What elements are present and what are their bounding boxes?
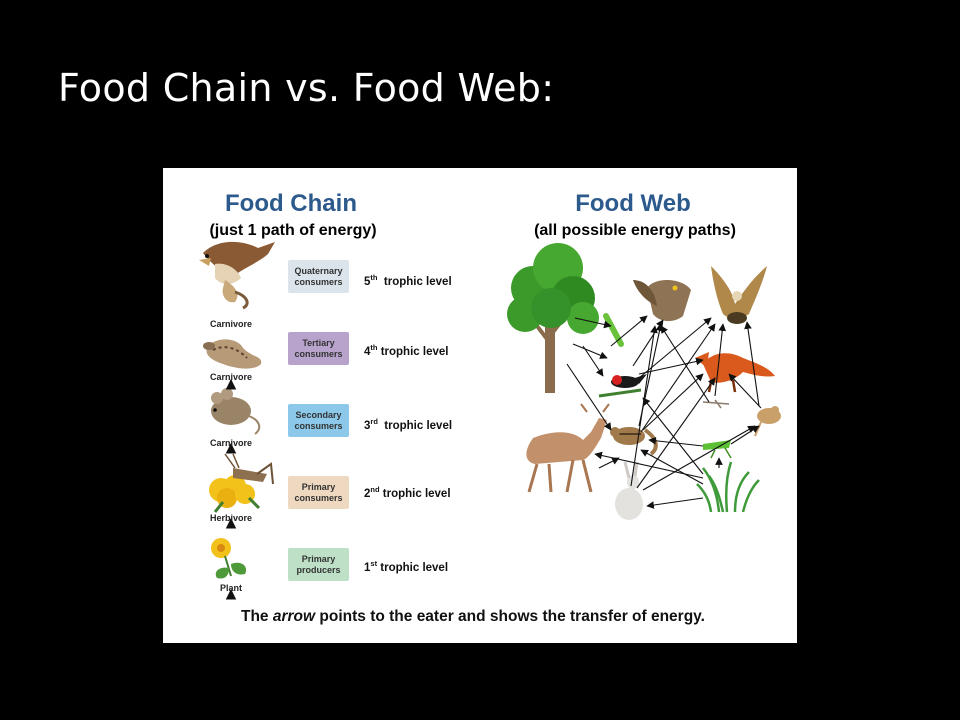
trophic-level-5: 5th trophic level <box>364 273 452 288</box>
trophic-level-3: 3rd trophic level <box>364 417 453 432</box>
web-title: Food Web <box>575 190 691 217</box>
hawk-illustration <box>199 241 275 310</box>
owl-illustration <box>633 279 691 322</box>
web-arrows <box>566 315 762 509</box>
fox-illustration <box>695 352 775 393</box>
rabbit-illustration <box>615 461 643 520</box>
tree-illustration <box>507 243 599 393</box>
role-label-plant: Plant <box>219 583 242 593</box>
snake-illustration <box>203 339 262 369</box>
slide-title: Food Chain vs. Food Web: <box>58 66 555 110</box>
role-label-carnivore: Carnivore <box>209 372 253 382</box>
level-box-primary-producers: Primary producers <box>288 548 349 581</box>
level-box-secondary: Secondary consumers <box>288 404 349 437</box>
chipmunk-illustration <box>610 427 658 456</box>
illustrations <box>199 241 781 600</box>
mouse-illustration <box>211 388 261 435</box>
deer-illustration <box>526 403 610 493</box>
trophic-level-2: 2nd trophic level <box>364 485 451 500</box>
role-label-herbivore: Herbivore <box>209 513 253 523</box>
role-label-carnivore: Carnivore <box>209 319 253 329</box>
level-box-primary-consumers: Primary consumers <box>288 476 349 509</box>
eagle-illustration <box>711 266 767 324</box>
trophic-level-1: 1st trophic level <box>364 559 449 574</box>
level-box-quaternary: Quaternary consumers <box>288 260 349 293</box>
chain-subtitle: (just 1 path of energy) <box>209 222 377 239</box>
grass-illustration <box>696 461 760 513</box>
level-box-tertiary: Tertiary consumers <box>288 332 349 365</box>
web-subtitle: (all possible energy paths) <box>534 222 736 239</box>
plant-illustration <box>211 538 247 579</box>
web-mouse-illustration <box>754 406 781 437</box>
twig-illustration <box>702 399 730 409</box>
web-grasshopper-illustration <box>703 440 732 459</box>
food-chain-web-figure: Food Chain (just 1 path of energy) Food … <box>163 168 797 643</box>
role-label-carnivore: Carnivore <box>209 438 253 448</box>
bird-illustration <box>598 374 647 398</box>
trophic-level-4: 4th trophic level <box>364 343 449 358</box>
grasshopper-flower-illustration <box>209 453 274 513</box>
chain-title: Food Chain <box>225 190 357 217</box>
figure-caption: The arrow points to the eater and shows … <box>241 608 705 625</box>
